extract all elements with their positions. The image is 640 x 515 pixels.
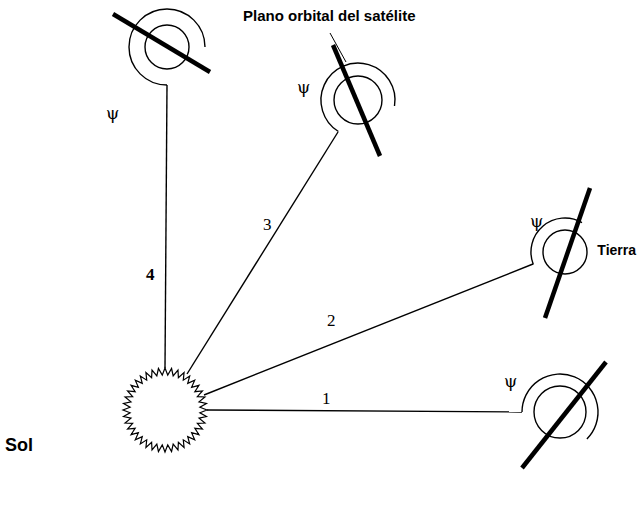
- callout-number: 2: [327, 312, 336, 331]
- orbital-plane: [522, 362, 606, 468]
- sun-earth-line: [187, 132, 338, 374]
- angle-symbol: ψ: [297, 78, 310, 97]
- angle-symbol: ψ: [530, 212, 543, 231]
- sun-earth-line: [204, 264, 533, 395]
- angle-symbol: ψ: [504, 372, 517, 391]
- earth-label: Tierra: [597, 243, 636, 258]
- sun-earth-line: [165, 85, 167, 368]
- callout-number: 3: [263, 216, 272, 235]
- angle-symbol: ψ: [106, 104, 119, 123]
- callout-number: 4: [146, 266, 155, 285]
- plane-label: Plano orbital del satélite: [243, 8, 416, 25]
- callout-number: 1: [322, 390, 331, 409]
- sun-label: Sol: [5, 436, 33, 456]
- sun-symbol: [123, 368, 207, 452]
- orbital-plane: [545, 188, 590, 318]
- sun-earth-line: [207, 410, 522, 412]
- psi-angle-arc: [321, 63, 395, 131]
- earth-circle: [543, 230, 587, 274]
- orbital-plane: [113, 14, 210, 72]
- orbital-plane: [333, 45, 380, 156]
